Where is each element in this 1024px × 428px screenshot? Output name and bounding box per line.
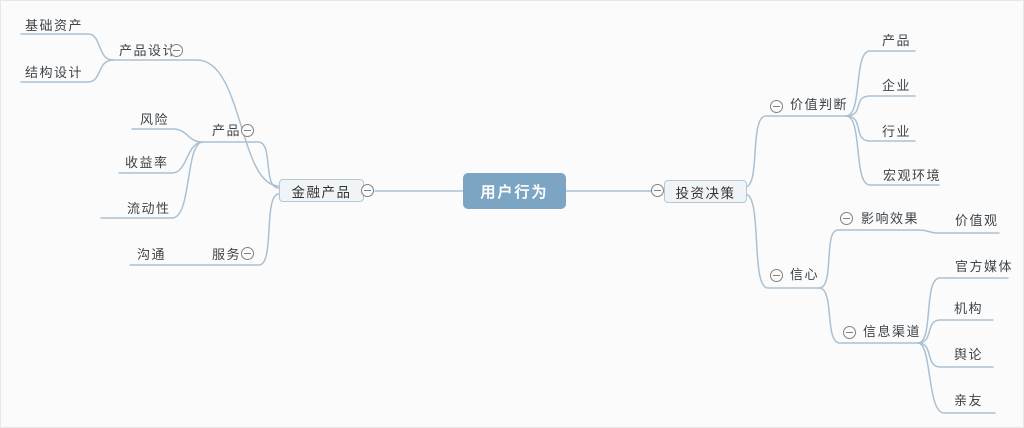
collapse-minus-icon-financial-products[interactable]: [361, 184, 374, 197]
node-official-media[interactable]: 官方媒体: [955, 259, 1014, 274]
edge-confidence-to-info-channel: [818, 287, 919, 344]
node-liquidity[interactable]: 流动性: [127, 201, 171, 216]
edge-investment-to-confidence: [744, 193, 820, 289]
edge-product-design-to-structure-design: [20, 59, 114, 83]
node-value-judgment[interactable]: 价值判断: [790, 97, 849, 112]
collapse-minus-icon-value-judgment[interactable]: [770, 100, 783, 113]
node-structure-design[interactable]: 结构设计: [25, 65, 84, 80]
collapse-minus-icon-product-design[interactable]: [170, 44, 183, 57]
node-financial-products[interactable]: 金融产品: [279, 179, 364, 202]
node-product-left[interactable]: 产品: [212, 123, 242, 138]
node-confidence[interactable]: 信心: [790, 267, 820, 282]
node-risk[interactable]: 风险: [140, 112, 170, 127]
node-user-behavior-label: 用户行为: [480, 183, 549, 201]
edge-investment-to-value-judgment: [744, 115, 847, 188]
node-values[interactable]: 价值观: [955, 213, 999, 228]
edge-product-design-to-base-assets: [20, 33, 114, 61]
edge-product-to-liquidity: [100, 141, 204, 219]
edge-value-to-macro-environment: [845, 115, 940, 186]
edge-channel-to-institution: [917, 319, 994, 344]
node-public-opinion[interactable]: 舆论: [954, 347, 984, 362]
node-service[interactable]: 服务: [212, 247, 242, 262]
edge-influence-to-values: [918, 229, 1000, 234]
node-investment-decision-label: 投资决策: [675, 185, 736, 201]
node-investment-decision[interactable]: 投资决策: [664, 180, 747, 203]
node-macro-environment[interactable]: 宏观环境: [883, 168, 942, 183]
node-enterprise[interactable]: 企业: [882, 78, 912, 93]
node-product-design[interactable]: 产品设计: [119, 43, 178, 58]
edge-confidence-to-influence-effect: [818, 229, 920, 289]
node-yield[interactable]: 收益率: [125, 155, 169, 170]
edge-value-to-product: [845, 50, 916, 117]
edge-financial-to-product-design: [112, 59, 280, 187]
edge-value-to-enterprise: [845, 95, 916, 117]
edge-channel-to-relatives: [917, 342, 996, 414]
collapse-minus-icon-influence-effect[interactable]: [840, 212, 853, 225]
edge-product-to-yield: [118, 141, 204, 174]
node-relatives[interactable]: 亲友: [954, 393, 984, 408]
node-influence-effect[interactable]: 影响效果: [861, 211, 920, 226]
edge-product-to-risk: [131, 128, 204, 143]
node-institution[interactable]: 机构: [954, 301, 984, 316]
edge-financial-to-service: [202, 193, 280, 266]
node-industry[interactable]: 行业: [882, 124, 912, 139]
edge-financial-to-product: [202, 141, 280, 189]
collapse-minus-icon-investment-decision[interactable]: [651, 184, 664, 197]
edge-channel-to-public-opinion: [917, 342, 994, 368]
collapse-minus-icon-service[interactable]: [241, 247, 254, 260]
edge-value-to-industry: [845, 115, 916, 142]
node-user-behavior[interactable]: 用户行为: [463, 173, 566, 209]
collapse-minus-icon-product-left[interactable]: [241, 124, 254, 137]
collapse-minus-icon-info-channel[interactable]: [843, 326, 856, 339]
node-product-right[interactable]: 产品: [882, 33, 912, 48]
collapse-minus-icon-confidence[interactable]: [770, 269, 783, 282]
node-financial-products-label: 金融产品: [291, 184, 352, 200]
node-base-assets[interactable]: 基础资产: [25, 18, 84, 33]
edge-channel-to-official-media: [917, 277, 1009, 344]
node-info-channel[interactable]: 信息渠道: [863, 324, 922, 339]
node-communication[interactable]: 沟通: [137, 247, 167, 262]
